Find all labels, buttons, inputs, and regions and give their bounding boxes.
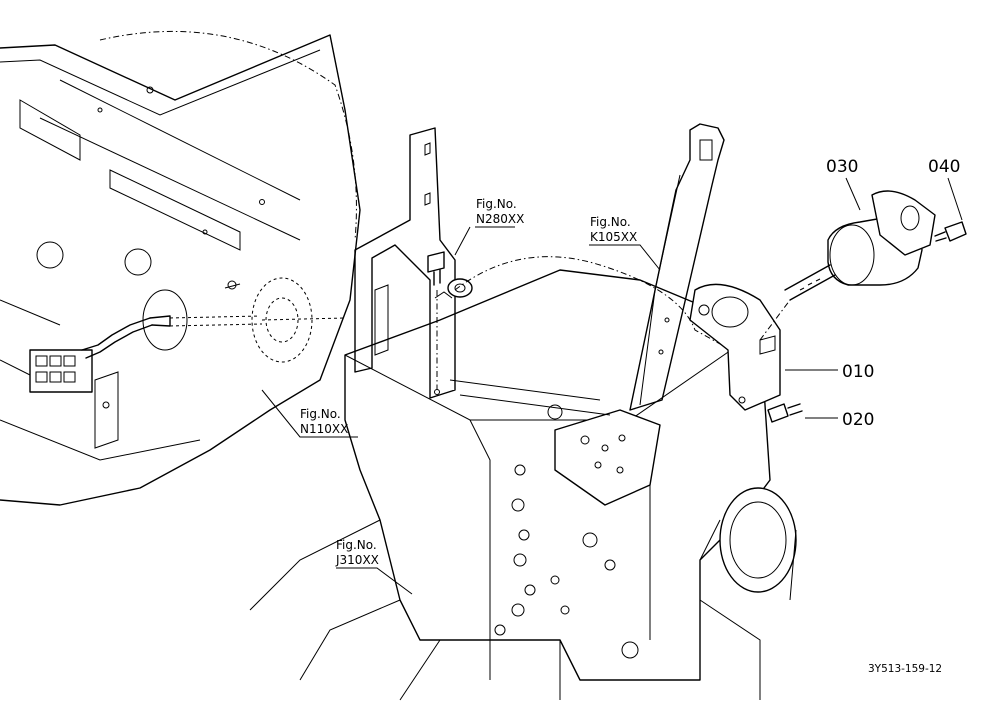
drawing-code: 3Y513-159-12 — [868, 663, 942, 675]
hydraulic-housing — [249, 269, 797, 701]
solenoid-assembly — [454, 190, 967, 423]
fig-ref-j310xx-number: J310XX — [335, 553, 379, 567]
callout-030: 030 — [826, 157, 858, 177]
leader-lines — [261, 177, 963, 595]
lift-arm — [629, 123, 725, 411]
fig-ref-k105xx-label: Fig.No. — [590, 215, 631, 229]
fig-ref-n110xx-number: N110XX — [300, 422, 348, 436]
callout-040: 040 — [928, 157, 960, 177]
grommet — [142, 289, 188, 351]
mounting-bracket-010 — [689, 283, 781, 411]
callout-010: 010 — [842, 362, 874, 382]
fig-ref-n110xx-label: Fig.No. — [300, 407, 341, 421]
fig-ref-j310xx-label: Fig.No. — [336, 538, 377, 552]
callout-020: 020 — [842, 410, 874, 430]
fig-ref-n280xx-label: Fig.No. — [476, 197, 517, 211]
bolt-020 — [767, 403, 789, 423]
fender-panel — [0, 31, 361, 506]
fig-ref-k105xx-number: K105XX — [590, 230, 637, 244]
fig-ref-n280xx-number: N280XX — [476, 212, 524, 226]
wire-harness — [29, 277, 346, 449]
bolt-040 — [944, 221, 967, 242]
support-bracket — [354, 127, 473, 399]
